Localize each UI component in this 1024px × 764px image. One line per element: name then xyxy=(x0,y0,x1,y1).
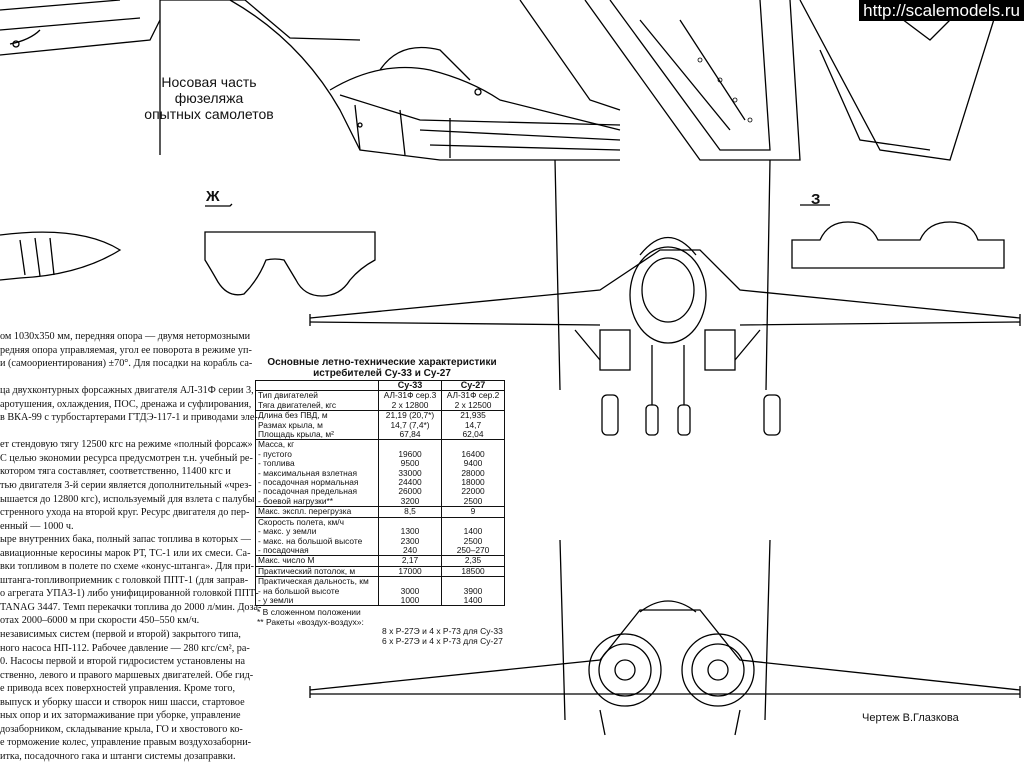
article-line xyxy=(0,425,236,439)
spec-header-empty xyxy=(255,379,379,392)
rear-view-lower xyxy=(309,539,1021,736)
article-line: в ВКА-99 с турбостартерами ГТДЭ-117-1 и … xyxy=(0,412,258,424)
article-line: штанга-топливоприемник с головкой ППТ-1 … xyxy=(0,574,249,586)
footnote-1: * В сложенном положении xyxy=(257,607,361,617)
article-line: о агрегата УПАЗ-1) либо унифицированной … xyxy=(0,588,259,600)
nose-section-drawing xyxy=(159,0,621,161)
spec-cell-su27: 1400 2500 250–270 xyxy=(441,516,505,557)
article-line: редняя опора управляемая, угол ее поворо… xyxy=(0,344,252,356)
article-line: е привода всех поверхностей управления. … xyxy=(0,683,235,695)
spec-cell-su33: 19600 9500 33000 24400 26000 3200 xyxy=(378,439,442,508)
spec-row: Масса, кг - пустого - топлива - максимал… xyxy=(255,439,505,508)
caption-line-2: опытных самолетов xyxy=(144,106,274,122)
article-line: ственно, левого и правого маршевых двига… xyxy=(0,669,254,681)
nose-cone-fragment xyxy=(0,231,122,281)
spec-cell-label: Макс. число М xyxy=(255,555,379,567)
spec-cell-su33: 8,5 xyxy=(378,506,442,518)
footnote-4: 6 х Р-27Э и 4 х Р-73 для Су-27 xyxy=(382,635,503,646)
section-letter-z: З xyxy=(811,191,821,208)
spec-row: Длина без ПВД, м Размах крыла, м Площадь… xyxy=(255,410,505,441)
article-line: котором тяга составляет, соответственно,… xyxy=(0,466,231,478)
article-line: ца двухконтурных форсажных двигателя АЛ-… xyxy=(0,385,254,397)
spec-cell-label: Тип двигателей Тяга двигателей, кгс xyxy=(255,390,379,412)
nose-section-caption: Носовая часть фюзеляжа опытных самолетов xyxy=(134,74,284,122)
spec-table: Су-33 Су-27 Тип двигателей Тяга двигател… xyxy=(255,379,505,607)
spec-table-header: Су-33 Су-27 xyxy=(255,379,505,392)
spec-header-su33: Су-33 xyxy=(378,379,442,392)
spec-cell-su27: 18500 xyxy=(441,565,505,578)
spec-cell-su33: 3000 1000 xyxy=(378,576,442,607)
spec-cell-label: Длина без ПВД, м Размах крыла, м Площадь… xyxy=(255,410,379,441)
article-line: и (самоориентирования) ±70°. Для посадки… xyxy=(0,358,253,370)
footnote-3: 8 х Р-27Э и 4 х Р-73 для Су-33 xyxy=(382,626,503,636)
article-line: стренного ухода на второй круг. Ресурс д… xyxy=(0,507,250,519)
spec-cell-label: Практическая дальность, км - на большой … xyxy=(255,576,379,607)
spec-cell-su33: 2,17 xyxy=(378,555,442,567)
spec-cell-label: Скорость полета, км/ч - макс. у земли - … xyxy=(255,516,379,557)
spec-header-su27: Су-27 xyxy=(441,379,505,392)
article-line: ом 1030x350 мм, передняя опора — двумя н… xyxy=(0,331,251,342)
spec-cell-label: Масса, кг - пустого - топлива - максимал… xyxy=(255,439,379,508)
article-line: е торможение колес, управление правым во… xyxy=(0,737,252,749)
caption-line-1: Носовая часть фюзеляжа xyxy=(161,74,257,106)
spec-cell-su27: 9 xyxy=(441,506,505,518)
article-line xyxy=(0,371,236,385)
spec-table-title: Основные летно-технические характеристик… xyxy=(257,357,507,379)
spec-table-title-line-2: истребителей Су-33 и Су-27 xyxy=(313,368,451,379)
spec-cell-su33: 1300 2300 240 xyxy=(378,516,442,557)
blueprint-drawings xyxy=(0,0,1021,736)
article-line: итка, посадочного гака и штанги системы … xyxy=(0,750,236,762)
article-line: ет стендовую тягу 12500 кгс на режиме «п… xyxy=(0,439,253,451)
article-line: аротушения, охлаждения, ПОС, дренажа и с… xyxy=(0,398,252,410)
cross-section-zh xyxy=(204,203,376,297)
spec-cell-su27: 3900 1400 xyxy=(441,576,505,607)
spec-footnotes: * В сложенном положении ** Ракеты «возду… xyxy=(257,607,517,646)
article-line: выпуск и уборку шасси и створок ниш шасс… xyxy=(0,696,245,708)
spec-cell-su33: 21,19 (20,7*) 14,7 (7,4*) 67,84 xyxy=(378,410,442,441)
spec-row: Скорость полета, км/ч - макс. у земли - … xyxy=(255,516,505,557)
article-line: ыре внутренних бака, полный запас топлив… xyxy=(0,534,251,546)
spec-cell-su27: 2,35 xyxy=(441,555,505,567)
drawing-credit: Чертеж В.Глазкова xyxy=(862,712,959,724)
spec-table-title-line-1: Основные летно-технические характеристик… xyxy=(267,357,497,368)
spec-cell-su27: АЛ-31Ф сер.2 2 х 12500 xyxy=(441,390,505,412)
article-line: ных опор и их затормаживание при уборке,… xyxy=(0,710,241,722)
article-line: 0. Насосы первой и второй гидросистем ус… xyxy=(0,656,245,668)
cross-section-z xyxy=(791,204,1005,269)
spec-cell-su27: 16400 9400 28000 18000 22000 2500 xyxy=(441,439,505,508)
fuselage-fragment-top-left xyxy=(0,0,161,56)
article-line: С целью экономии ресурса предусмотрен т.… xyxy=(0,452,253,464)
article-line: тью двигателя 3-й серии является дополни… xyxy=(0,480,252,492)
front-view-upper xyxy=(309,159,1021,436)
article-line: вки топливом в полете по схеме «конус-шт… xyxy=(0,561,255,573)
article-line: отах 2000–6000 м при скорости 450–550 км… xyxy=(0,615,200,627)
article-text: ом 1030x350 мм, передняя опора — двумя н… xyxy=(0,330,262,764)
wing-planform xyxy=(584,0,1001,161)
spec-cell-su33: АЛ-31Ф сер.3 2 х 12800 xyxy=(378,390,442,412)
watermark: http://scalemodels.ru xyxy=(859,0,1024,21)
spec-cell-su33: 17000 xyxy=(378,565,442,578)
article-line: TANAG 3447. Темп перекачки топлива до 20… xyxy=(0,601,262,613)
spec-cell-su27: 21,935 14,7 62,04 xyxy=(441,410,505,441)
article-line: енный — 1000 ч. xyxy=(0,520,74,532)
spec-row: Практическая дальность, км - на большой … xyxy=(255,576,505,607)
article-line: дозаборником, складывание крыла, ГО и хв… xyxy=(0,723,243,735)
footnote-2: ** Ракеты «воздух-воздух»: xyxy=(257,616,364,627)
article-line: ного насоса НП-112. Рабочее давление — 2… xyxy=(0,642,250,654)
spec-cell-label: Макс. экспл. перегрузка xyxy=(255,506,379,518)
spec-cell-label: Практический потолок, м xyxy=(255,565,379,578)
section-letter-zh: Ж xyxy=(206,188,220,205)
article-line: независимых систем (первой и второй) зак… xyxy=(0,629,241,641)
article-line: авиационные керосины марок РТ, ТС-1 или … xyxy=(0,547,251,559)
article-line: ышается до 12800 кгс), используемый для … xyxy=(0,493,255,505)
